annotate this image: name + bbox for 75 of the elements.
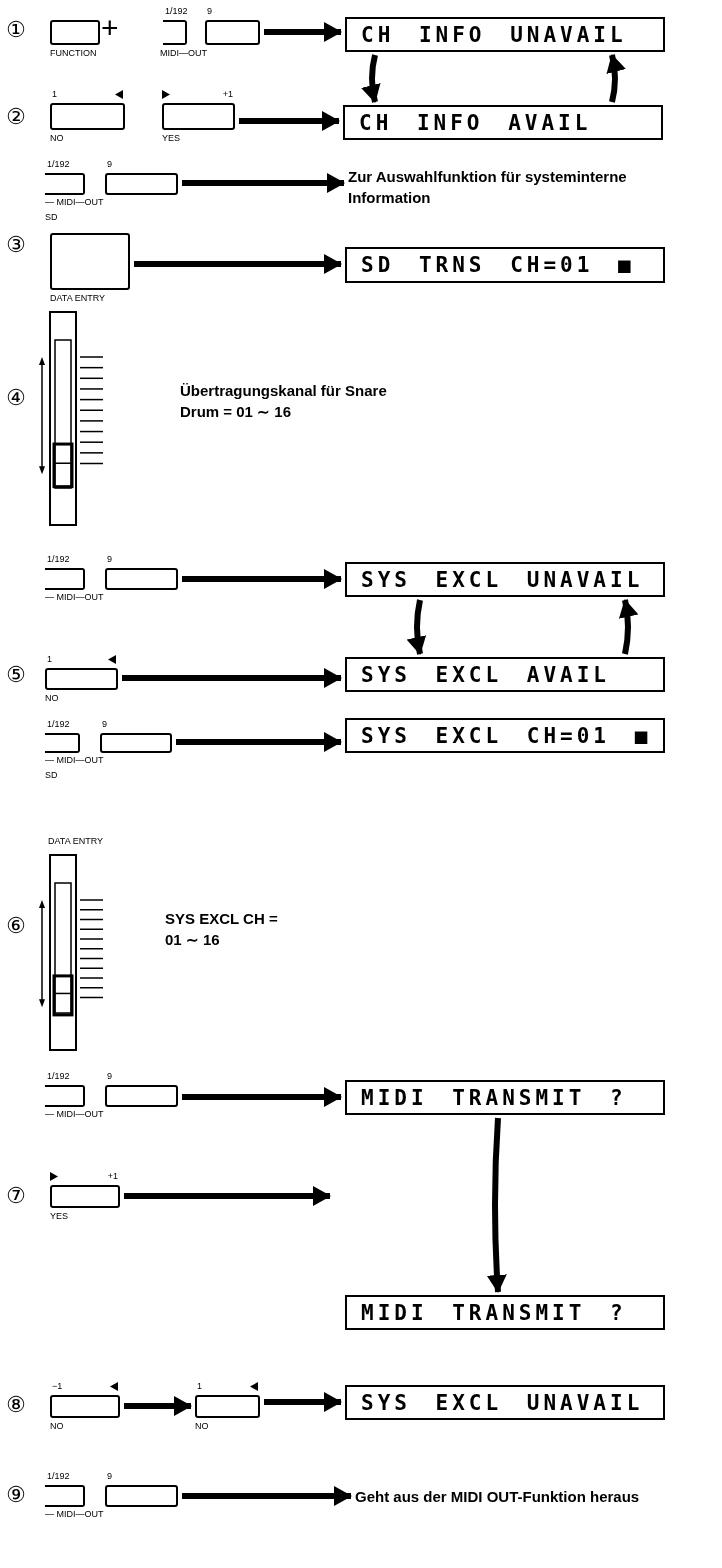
arrow <box>606 54 626 103</box>
lcd-display: MIDI TRANSMIT ? <box>345 1080 665 1115</box>
key-label: 1/192 <box>47 1071 70 1082</box>
arrow <box>124 1186 331 1206</box>
key-label: 1/192 <box>47 719 70 730</box>
instruction-text: Geht aus der MIDI OUT-Funktion heraus <box>355 1486 720 1507</box>
arrow <box>618 599 639 655</box>
key-label: NO <box>195 1421 209 1432</box>
key-label: +1 <box>107 1171 118 1182</box>
key-label: NO <box>50 133 64 144</box>
key-label: NO <box>45 693 59 704</box>
key-group-label: — MIDI—OUT <box>45 197 104 207</box>
step-number: ⑦ <box>6 1183 26 1209</box>
arrow <box>239 111 340 131</box>
key-label: 1/192 <box>165 6 188 17</box>
arrow <box>176 732 342 752</box>
plus-sign: + <box>101 12 119 44</box>
key-label: +1 <box>222 89 233 100</box>
arrow <box>182 1486 352 1506</box>
key-label: NO <box>50 1421 64 1432</box>
instruction-text: Zur Auswahlfunktion für systeminterne Information <box>348 166 713 208</box>
key-label: 1/192 <box>47 554 70 565</box>
key-label: 9 <box>107 554 112 565</box>
lcd-display: SYS EXCL UNAVAIL <box>345 562 665 597</box>
step-number: ⑥ <box>6 913 26 939</box>
range-note: Übertragungskanal für Snare Drum = 01 ∼ 16 <box>180 381 388 422</box>
arrow <box>486 1117 507 1293</box>
lcd-display: SD TRNS CH=01 ■ <box>345 247 665 283</box>
arrow <box>264 22 342 42</box>
key-label: 9 <box>107 1471 112 1482</box>
key-group-label: — MIDI—OUT <box>45 755 104 765</box>
key-label: 9 <box>107 1071 112 1082</box>
step-number: ② <box>6 104 26 130</box>
key-label: 1/192 <box>47 159 70 170</box>
key-label: SD <box>45 770 58 781</box>
key-label: 1 <box>47 654 52 665</box>
arrow <box>182 173 345 193</box>
key-label: YES <box>50 1211 68 1222</box>
arrow <box>134 254 342 274</box>
key-group-label: — MIDI—OUT <box>45 1509 104 1519</box>
lcd-display: CH INFO AVAIL <box>343 105 663 140</box>
key-label: DATA ENTRY <box>50 293 105 304</box>
key-label: 1 <box>197 1381 202 1392</box>
lcd-display: MIDI TRANSMIT ? <box>345 1295 665 1330</box>
arrow <box>361 54 381 103</box>
arrow <box>124 1396 192 1416</box>
arrow <box>182 569 342 589</box>
step-number: ⑤ <box>6 662 26 688</box>
key-group-label: — MIDI—OUT <box>45 1109 104 1119</box>
key-label: 9 <box>107 159 112 170</box>
key-label: 1 <box>52 89 57 100</box>
step-number: ⑨ <box>6 1482 26 1508</box>
lcd-display: SYS EXCL AVAIL <box>345 657 665 692</box>
lcd-display: SYS EXCL UNAVAIL <box>345 1385 665 1420</box>
step-number: ⑧ <box>6 1392 26 1418</box>
lcd-display: SYS EXCL CH=01 ■ <box>345 718 665 753</box>
key-label: 9 <box>207 6 212 17</box>
range-note: SYS EXCL CH = 01 ∼ 16 <box>165 909 279 950</box>
key-label: 9 <box>102 719 107 730</box>
key-group-label: DATA ENTRY <box>48 836 103 846</box>
key-label: −1 <box>52 1381 63 1392</box>
key-label: SD <box>45 212 58 223</box>
key-group-label: — MIDI—OUT <box>45 592 104 602</box>
step-number: ① <box>6 17 26 43</box>
step-number: ④ <box>6 385 26 411</box>
key-label: 1/192 <box>47 1471 70 1482</box>
lcd-display: CH INFO UNAVAIL <box>345 17 665 52</box>
arrow <box>264 1392 342 1412</box>
key-group-label: MIDI—OUT <box>160 48 207 58</box>
arrow <box>122 668 342 688</box>
key-label: FUNCTION <box>50 48 97 59</box>
step-number: ③ <box>6 232 26 258</box>
key-label: YES <box>162 133 180 144</box>
arrow <box>406 599 427 655</box>
arrow <box>182 1087 342 1107</box>
